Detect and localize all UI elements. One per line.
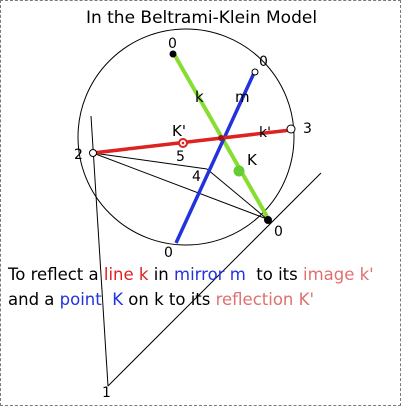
caption-point-K: point K: [59, 290, 124, 309]
label-m: m: [235, 88, 250, 106]
point-K: [233, 165, 245, 177]
caption-line-k: line k: [103, 265, 149, 284]
caption-line-2: and a point K on k to its reflection K': [8, 287, 400, 312]
caption-text: on k to its: [123, 290, 216, 309]
line-2-4: [92, 152, 208, 170]
image-k-prime: [92, 128, 292, 155]
caption-text: in: [148, 265, 174, 284]
caption-text: To reflect a: [8, 265, 104, 284]
label-k: k: [195, 88, 204, 106]
label-0-upper-right: 0: [259, 54, 268, 70]
line-4-0: [206, 168, 268, 220]
caption-reflection-K-prime: reflection K': [215, 290, 314, 309]
label-2: 2: [74, 147, 83, 163]
label-0-top: 0: [168, 36, 177, 52]
caption-line-1: To reflect a line k in mirror m to its i…: [8, 262, 400, 287]
point-2: [89, 149, 97, 157]
caption-text: to its: [245, 265, 303, 284]
label-K: K: [247, 151, 258, 169]
point-intersection: [218, 135, 224, 141]
klein-disk-boundary: [77, 28, 295, 246]
mirror-m: [174, 72, 256, 244]
page-title: In the Beltrami-Klein Model: [85, 8, 318, 28]
label-0-lower-right: 0: [274, 224, 283, 240]
label-K-prime: K': [172, 122, 186, 140]
caption-image-k-prime: image k': [302, 265, 374, 284]
point-0-top: [169, 50, 177, 58]
label-1: 1: [102, 385, 111, 401]
label-0-bottom: 0: [164, 245, 173, 261]
line-2-0: [92, 152, 268, 220]
label-5: 5: [176, 149, 185, 165]
point-0-lower-right: [264, 216, 272, 224]
caption-mirror-m: mirror m: [174, 265, 246, 284]
line-1-2: [90, 115, 109, 387]
label-k-prime: k': [259, 125, 271, 141]
point-3: [286, 124, 296, 134]
point-0-upper-right: [251, 68, 259, 76]
label-4: 4: [192, 169, 201, 185]
tangent-line-1-0: [107, 172, 322, 387]
label-3: 3: [303, 121, 312, 137]
caption-text: and a: [8, 290, 60, 309]
caption: To reflect a line k in mirror m to its i…: [8, 262, 400, 312]
point-K-prime-center: [181, 141, 185, 145]
